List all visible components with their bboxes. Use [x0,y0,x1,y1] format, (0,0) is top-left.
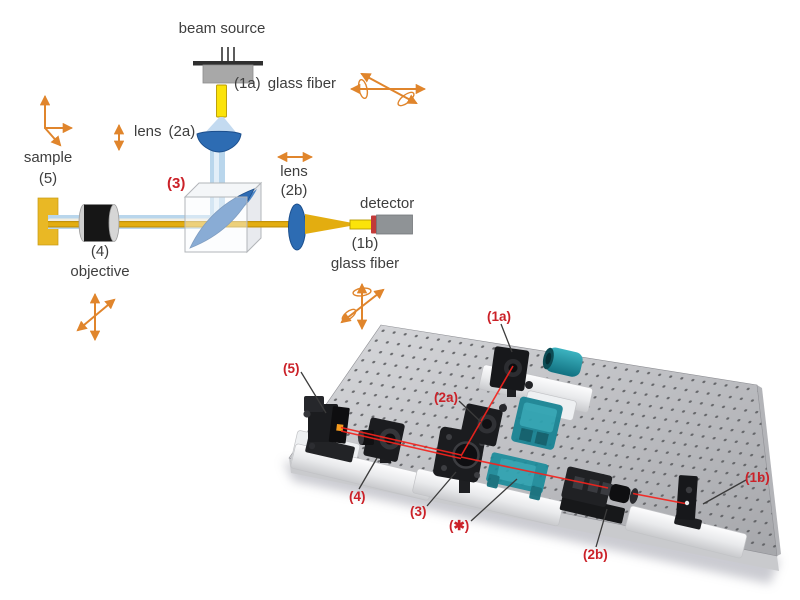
fiber-1b-label: (1b) glass fiber [322,235,408,272]
photo-label-3: (3) [410,504,427,519]
fiber-1a-id: (1a) [234,75,261,92]
photo-label-5: (5) [283,361,300,376]
beam-source-graphic [193,47,263,84]
objective-text: objective [70,262,130,280]
glass-fiber-1a-graphic [216,84,227,118]
objective-label: (4) objective [60,243,140,280]
lens-2b-id: (2b) [280,181,308,199]
glass-fiber-1b-graphic [349,219,373,230]
photo-label-4: (4) [349,489,366,504]
photo-label-1a: (1a) [487,309,512,324]
converging-beam [305,214,350,234]
fiber-1b-text: glass fiber [330,254,400,272]
photo-label-star: (✱) [449,518,470,533]
component-1b-fiber-mount [674,475,702,530]
camera-module [511,396,563,450]
sample-id: (5) [38,169,58,187]
component-1a-fiber-mount [489,346,533,397]
fiber-1a-adjust-icon [349,73,427,107]
beam-source-label: beam source [178,20,266,37]
xyz-axes-icon [39,94,74,147]
detector-graphic [376,214,413,235]
lens-2a-id: (2a) [168,123,196,140]
laser-source-cylinder [542,347,583,377]
objective-id: (4) [90,243,110,260]
lens-2a-graphic [196,130,242,153]
sample-label: sample (5) [16,149,80,187]
photo-label-2a: (2a) [434,390,459,405]
laser-beam-path [340,365,686,505]
component-2b-coupler [559,466,639,524]
component-5-stage [303,396,355,463]
lens-2b-label: lens (2b) [272,163,316,199]
label-leader-lines [300,323,747,548]
fiber-1a-label: (1a) glass fiber [234,75,337,93]
detector-label: detector [360,195,415,212]
photo-label-2b: (2b) [583,547,608,562]
fiber-1b-id: (1b) [351,235,379,252]
fiber-1a-text: glass fiber [267,75,337,92]
lens-2a-text: lens [134,123,162,140]
component-star-plate [486,452,549,501]
splitter-plate-graphic [184,188,257,253]
photo-label-1b: (1b) [745,470,770,485]
objective-adjust-icon [76,292,116,342]
fiber-1b-adjust-icon [340,282,385,331]
signal-beam [48,221,296,228]
lens-2b-graphic [288,203,306,251]
objective-graphic [78,204,120,242]
sample-text: sample [23,149,73,166]
fiber-1b-and-detector-graphic [349,214,413,235]
lens-2a-label: lens (2a) [134,123,196,141]
lens-2b-text: lens [280,163,308,180]
splitter-id: (3) [167,175,186,192]
